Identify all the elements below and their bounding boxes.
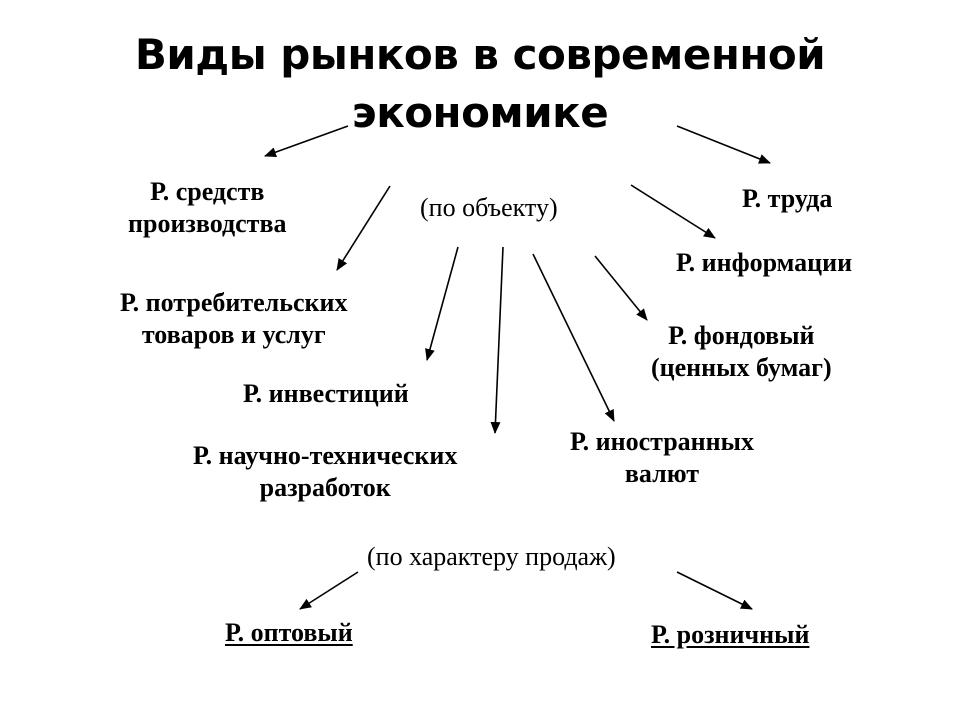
arrow-securities (594, 255, 648, 321)
market-wholesale: Р. оптовый (225, 618, 353, 647)
criterion-by-object: (по объекту) (420, 193, 558, 222)
market-labor: Р. труда (742, 184, 833, 213)
market-investments: Р. инвестиций (243, 379, 409, 408)
market-securities-line-1: Р. фондовый (668, 321, 815, 350)
market-rnd-line-2: разработок (259, 473, 391, 502)
market-rnd-line-1: Р. научно-технических (193, 441, 458, 470)
market-currencies: Р. иностранных валют (570, 426, 754, 490)
arrow-investments (425, 246, 459, 361)
market-means-of-production-line-1: Р. средств (150, 177, 265, 206)
arrow-rnd (490, 246, 504, 434)
market-currencies-line-2: валют (624, 459, 700, 488)
arrow-consumer-goods (336, 185, 391, 271)
market-consumer-goods-line-1: Р. потребительских (120, 288, 348, 317)
market-securities-line-2: (ценных бумаг) (651, 353, 832, 382)
arrow-means-of-production (264, 125, 349, 157)
title-line-1: Виды рынков в современной (134, 30, 826, 79)
market-retail: Р. розничный (651, 620, 810, 649)
arrow-labor (676, 125, 771, 164)
title-line-2: экономике (351, 88, 609, 137)
arrow-wholesale (299, 571, 359, 610)
market-consumer-goods: Р. потребительских товаров и услуг (120, 287, 348, 351)
arrow-retail (676, 571, 753, 610)
criterion-by-sales: (по характеру продаж) (367, 542, 616, 571)
market-means-of-production-line-2: производства (128, 209, 287, 238)
market-rnd: Р. научно-технических разработок (193, 440, 457, 504)
arrow-currencies (532, 253, 615, 422)
page-title: Виды рынков в современной экономике (0, 26, 960, 142)
market-consumer-goods-line-2: товаров и услуг (141, 320, 326, 349)
market-securities: Р. фондовый (ценных бумаг) (651, 320, 832, 384)
market-information: Р. информации (676, 248, 853, 277)
market-means-of-production: Р. средств производства (128, 176, 287, 240)
arrow-information (630, 184, 716, 239)
market-currencies-line-1: Р. иностранных (570, 427, 754, 456)
